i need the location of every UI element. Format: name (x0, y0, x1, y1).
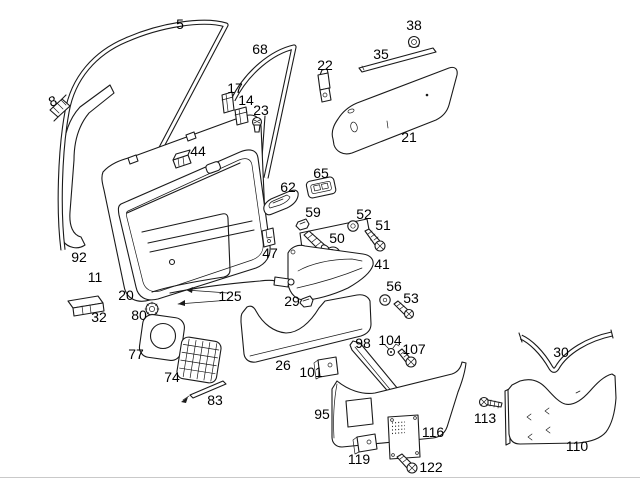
part-label-77: 77 (128, 346, 144, 362)
part-label-98: 98 (355, 335, 371, 351)
part-drawing-grommet-nut-38 (407, 35, 421, 49)
part-label-101: 101 (299, 364, 323, 380)
part-label-125: 125 (218, 288, 242, 304)
part-label-80: 80 (131, 307, 147, 323)
part-label-110: 110 (566, 438, 589, 454)
part-label-52: 52 (356, 206, 372, 222)
part-label-8: 8 (46, 92, 59, 110)
part-drawing-screw-107 (397, 348, 417, 368)
part-label-122: 122 (419, 459, 443, 475)
part-drawing-trim-molding-30 (518, 329, 614, 373)
part-drawing-screw-122 (396, 453, 418, 474)
part-label-116: 116 (422, 424, 445, 440)
part-label-32: 32 (91, 309, 107, 325)
part-label-65: 65 (313, 165, 329, 181)
part-drawing-clip-22 (317, 68, 332, 103)
part-label-5: 5 (176, 16, 184, 32)
part-drawing-quarter-trim-panel-21 (331, 66, 458, 155)
part-label-92: 92 (71, 249, 87, 265)
part-label-50: 50 (329, 230, 345, 246)
part-label-56: 56 (386, 278, 402, 294)
part-drawing-switch-unit-32 (67, 295, 105, 317)
part-label-30: 30 (553, 344, 569, 360)
part-drawing-lower-trim-26 (240, 294, 372, 363)
part-label-83: 83 (207, 392, 223, 408)
part-drawing-pull-handle-recess-62 (263, 189, 299, 216)
part-label-14: 14 (238, 92, 254, 108)
part-drawing-screw-51 (364, 228, 386, 252)
part-drawing-perforated-plate-116 (387, 414, 421, 460)
part-drawing-trim-strip-83 (181, 380, 227, 403)
part-label-51: 51 (375, 217, 391, 233)
part-label-29: 29 (284, 293, 300, 309)
part-label-47: 47 (262, 245, 278, 261)
part-drawing-grommet-52 (347, 220, 359, 232)
part-drawing-clip-44 (172, 149, 192, 169)
part-drawing-bracket-119 (352, 433, 378, 455)
part-drawing-screw-53 (393, 300, 415, 320)
part-drawing-clip-14 (234, 106, 249, 126)
part-drawing-clip-29 (299, 295, 314, 308)
part-label-59: 59 (305, 204, 321, 220)
part-drawing-trim-strip-35 (358, 47, 437, 73)
part-drawing-window-frame-front-5 (57, 19, 229, 251)
part-drawing-fastener-23 (251, 116, 263, 133)
part-drawing-speaker-ring-77 (138, 314, 185, 361)
part-drawing-lower-door-panel-110 (504, 373, 617, 446)
part-drawing-washer-56 (379, 294, 391, 306)
part-drawing-bracket-47 (261, 227, 276, 248)
part-label-62: 62 (280, 179, 296, 195)
part-drawing-armrest-41 (287, 244, 374, 301)
part-label-11: 11 (88, 269, 103, 285)
part-label-119: 119 (348, 451, 371, 467)
part-label-74: 74 (164, 369, 180, 385)
part-label-20: 20 (118, 287, 134, 303)
part-drawing-clip-17 (221, 91, 235, 114)
part-label-17: 17 (227, 80, 243, 96)
part-drawing-clip-8 (49, 94, 71, 122)
part-label-23: 23 (253, 102, 269, 118)
part-drawing-switch-bezel-65 (305, 176, 337, 199)
part-drawing-speaker-grille-74 (176, 336, 222, 384)
part-drawing-storage-pocket-95 (331, 361, 467, 448)
part-label-107: 107 (402, 341, 426, 357)
part-drawing-grommet-80 (144, 301, 160, 317)
part-labels: 5 68 8 92 11 20 44 17 14 23 22 35 38 21 … (46, 16, 588, 475)
part-drawing-clip-nut-104 (384, 343, 400, 357)
part-label-21: 21 (401, 129, 417, 145)
part-label-68: 68 (252, 41, 268, 57)
part-drawing-screw-113 (478, 396, 503, 409)
part-drawing-clip-59 (295, 218, 310, 231)
part-drawing-bracket-101 (313, 356, 339, 380)
part-label-113: 113 (474, 410, 497, 426)
part-label-35: 35 (373, 46, 389, 62)
part-drawing-door-trim-panel-20 (117, 149, 271, 301)
part-label-41: 41 (374, 256, 390, 272)
part-label-104: 104 (378, 332, 402, 348)
part-label-22: 22 (317, 57, 333, 73)
part-label-95: 95 (314, 406, 330, 422)
part-label-26: 26 (275, 357, 291, 373)
part-label-53: 53 (403, 290, 419, 306)
part-drawing-cable-125 (169, 276, 295, 306)
part-label-44: 44 (190, 143, 206, 159)
part-label-38: 38 (406, 17, 422, 33)
